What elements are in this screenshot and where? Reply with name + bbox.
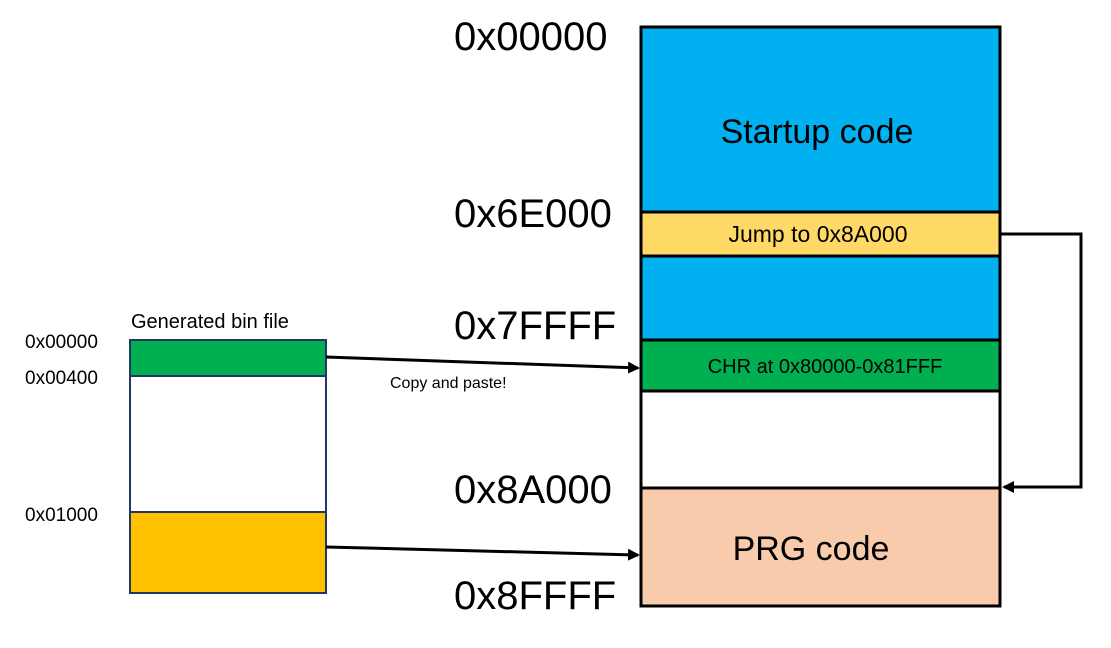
copy-arrow-chr [325, 355, 640, 374]
bin-address-prg-start: 0x01000 [25, 505, 98, 526]
copy-arrow-prg [325, 545, 640, 561]
empty-block [639, 389, 1002, 490]
address-label-start: 0x00000 [454, 15, 607, 59]
bin-address-start: 0x00000 [25, 332, 98, 353]
address-label-chr: 0x7FFFF [454, 304, 616, 348]
chr-block-label: CHR at 0x80000-0x81FFF [708, 356, 943, 378]
address-label-prg: 0x8A000 [454, 468, 612, 512]
bin-file-title: Generated bin file [131, 311, 289, 333]
prg-code-label: PRG code [733, 530, 890, 568]
address-label-end: 0x8FFFF [454, 574, 616, 618]
jump-arrow [1000, 232, 1083, 493]
bin-address-chr-end: 0x00400 [25, 368, 98, 389]
startup-code-tail-block [639, 254, 1002, 342]
jump-block-label: Jump to 0x8A000 [728, 221, 907, 247]
bin-chr-block [129, 339, 327, 377]
address-label-jump: 0x6E000 [454, 192, 612, 236]
bin-prg-block [129, 511, 327, 594]
prg-code-block [639, 486, 1002, 608]
copy-paste-note: Copy and paste! [390, 375, 507, 392]
startup-code-block [639, 25, 1002, 214]
startup-code-label: Startup code [721, 113, 914, 151]
